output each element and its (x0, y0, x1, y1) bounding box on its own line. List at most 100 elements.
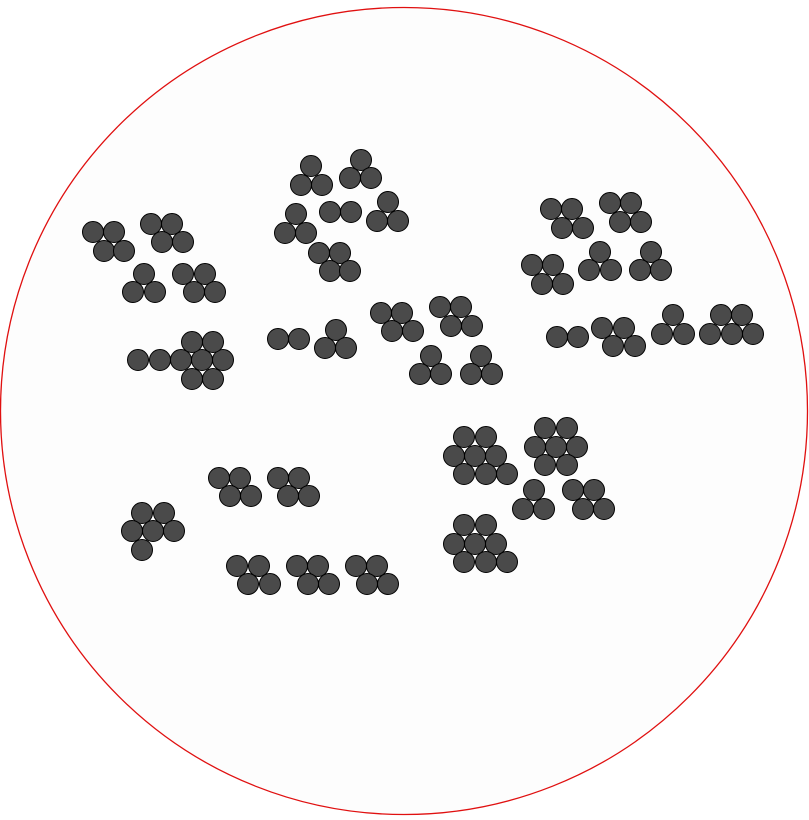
dot (377, 191, 399, 213)
dot (319, 260, 341, 282)
cluster-32 (345, 555, 399, 595)
dot (475, 463, 497, 485)
dot (325, 319, 347, 341)
dot (121, 520, 143, 542)
cluster-26 (699, 304, 764, 345)
dot (356, 573, 378, 595)
dot (308, 242, 330, 264)
dot (300, 155, 322, 177)
cluster-8 (274, 203, 317, 244)
dot (226, 555, 248, 577)
dot (366, 555, 388, 577)
dot (402, 320, 424, 342)
dot (131, 539, 153, 561)
dot (531, 273, 553, 295)
dot (329, 242, 351, 264)
dot (533, 498, 555, 520)
dot (172, 263, 194, 285)
cluster-22 (629, 241, 672, 281)
dot (202, 331, 224, 353)
cluster-27 (121, 502, 185, 561)
dot (290, 174, 312, 196)
dot (561, 198, 583, 220)
cluster-20 (521, 254, 574, 295)
cluster-29 (267, 467, 320, 507)
dot (710, 304, 732, 326)
dot (181, 368, 203, 390)
dot (391, 302, 413, 324)
dot (453, 463, 475, 485)
dot (430, 363, 452, 385)
dot (285, 203, 307, 225)
dot (599, 192, 621, 214)
dot (470, 345, 492, 367)
dot (461, 315, 483, 337)
dot (523, 479, 545, 501)
dot (512, 498, 534, 520)
dot (339, 260, 361, 282)
dot (237, 573, 259, 595)
circle-clusters (82, 149, 764, 595)
dot (731, 304, 753, 326)
dot (464, 445, 486, 467)
cluster-31 (286, 555, 340, 595)
dot (183, 281, 205, 303)
dot (578, 259, 600, 281)
dot (170, 349, 192, 371)
dot (286, 555, 308, 577)
dot (453, 551, 475, 573)
dot (387, 210, 409, 232)
dot (562, 479, 584, 501)
dot (551, 217, 573, 239)
dot (552, 273, 574, 295)
dot (651, 323, 673, 345)
dot (314, 337, 336, 359)
dot (475, 514, 497, 536)
dot (103, 221, 125, 243)
dot (534, 417, 556, 439)
dot (350, 149, 372, 171)
dot (662, 304, 684, 326)
dot (370, 302, 392, 324)
cluster-4 (172, 263, 226, 303)
dot (345, 555, 367, 577)
cluster-13 (314, 319, 357, 359)
dot (699, 323, 721, 345)
dot (742, 323, 764, 345)
dot (127, 349, 149, 371)
dot (131, 502, 153, 524)
dot (133, 263, 155, 285)
dot (335, 337, 357, 359)
dot (298, 485, 320, 507)
dot (240, 485, 262, 507)
cluster-37 (443, 514, 518, 573)
dot (340, 201, 362, 223)
cluster-17 (460, 345, 503, 385)
dot (589, 241, 611, 263)
dot (624, 335, 646, 357)
cluster-34 (524, 417, 588, 476)
cluster-14 (370, 302, 424, 342)
dot (545, 436, 567, 458)
dot (194, 263, 216, 285)
boundary-circle (0, 6, 809, 816)
cluster-24 (591, 317, 646, 357)
dot (460, 363, 482, 385)
cluster-12 (267, 328, 310, 350)
dot (288, 328, 310, 350)
dot (319, 201, 341, 223)
dot (620, 192, 642, 214)
dot (613, 317, 635, 339)
cluster-36 (562, 479, 615, 520)
dot (546, 326, 568, 348)
dot (673, 323, 695, 345)
dot (429, 296, 451, 318)
dot (583, 479, 605, 501)
dot (163, 520, 185, 542)
dot (377, 573, 399, 595)
cluster-15 (429, 296, 483, 337)
dot (496, 551, 518, 573)
dot (567, 326, 589, 348)
dot (219, 485, 241, 507)
